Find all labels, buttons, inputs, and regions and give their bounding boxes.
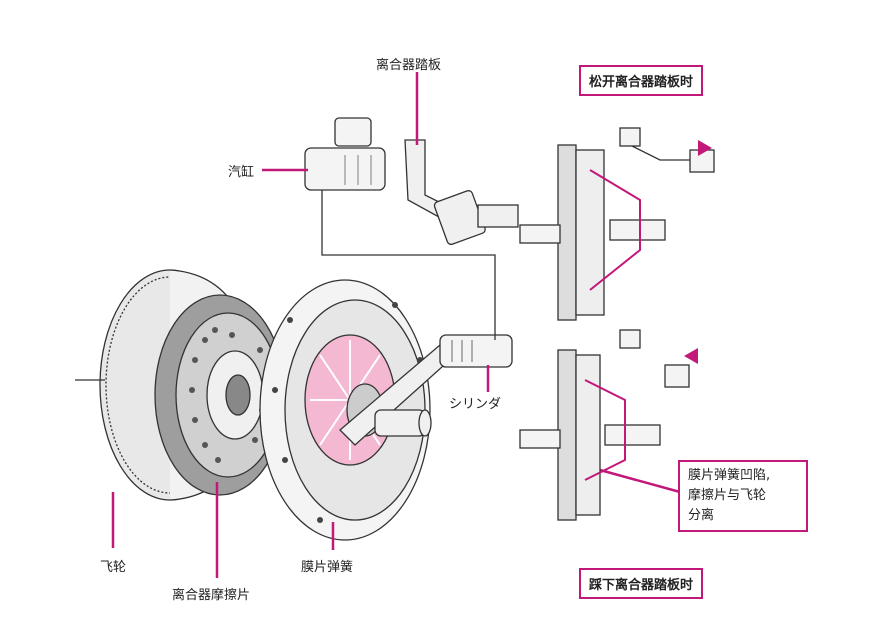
diaphragm-spring-label: 膜片弹簧 — [301, 556, 353, 575]
inset-released — [520, 128, 714, 320]
master-cylinder — [305, 118, 385, 190]
clutch-pedal — [405, 140, 518, 246]
pressed-note-line-2: 摩擦片与飞轮 — [688, 486, 798, 506]
inset-pressed — [520, 330, 698, 520]
master-cylinder-label: 汽缸 — [228, 161, 254, 180]
pressed-note-line-1: 膜片弹簧凹陷, — [688, 466, 798, 486]
clutch-pedal-label: 离合器踏板 — [376, 54, 441, 73]
slave-cylinder — [440, 335, 512, 367]
pressed-note: 膜片弹簧凹陷, 摩擦片与飞轮 分离 — [678, 460, 808, 532]
slave-cylinder-label: シリンダ — [449, 393, 501, 412]
pressed-note-line-3: 分离 — [688, 506, 798, 526]
pressed-title: 踩下离合器踏板时 — [579, 568, 703, 599]
released-title: 松开离合器踏板时 — [579, 65, 703, 96]
friction-disc-label: 离合器摩擦片 — [172, 584, 250, 603]
flywheel-label: 飞轮 — [100, 556, 126, 575]
